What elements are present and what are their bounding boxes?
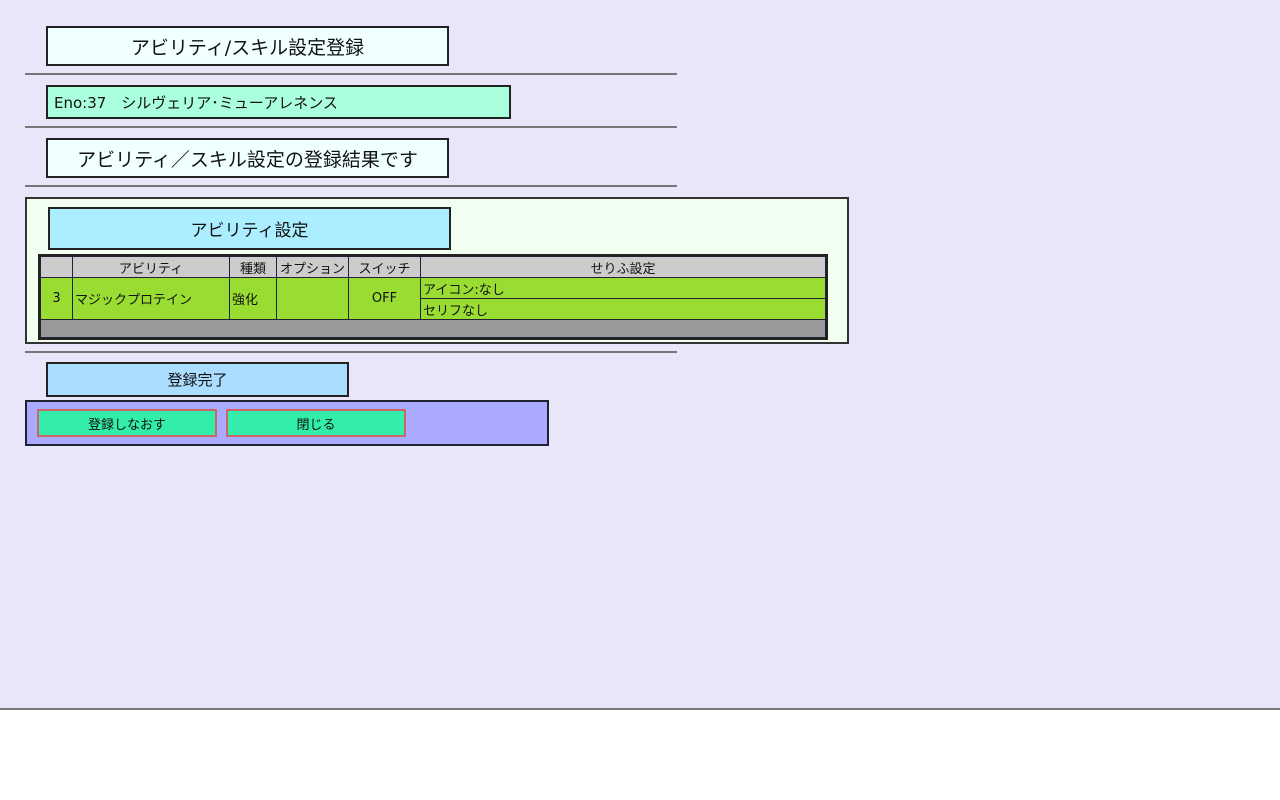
button-panel: 登録しなおす 閉じる xyxy=(25,400,549,446)
table-row: 3 マジックプロテイン 強化 OFF アイコン:なし xyxy=(40,277,826,320)
character-name: Eno:37 シルヴェリア･ミューアレネンス xyxy=(46,85,511,119)
ability-section-title: アビリティ設定 xyxy=(48,207,451,250)
ability-no: 3 xyxy=(40,277,73,320)
col-header: 種類 xyxy=(229,256,277,278)
ability-type: 強化 xyxy=(229,277,277,320)
col-header: スイッチ xyxy=(348,256,421,278)
divider xyxy=(25,126,677,128)
status-label: 登録完了 xyxy=(46,362,349,397)
divider xyxy=(25,351,677,353)
ability-switch: OFF xyxy=(348,277,421,320)
divider xyxy=(25,73,677,75)
page-title: アビリティ/スキル設定登録 xyxy=(46,26,449,66)
close-button[interactable]: 閉じる xyxy=(226,409,406,437)
ability-table: アビリティ 種類 オプション スイッチ せりふ設定 3 マジックプロテイン 強化… xyxy=(38,254,828,340)
redo-button[interactable]: 登録しなおす xyxy=(37,409,217,437)
col-header: オプション xyxy=(276,256,349,278)
ability-serif-setting: セリフなし xyxy=(420,298,826,320)
col-header xyxy=(40,256,73,278)
table-header: アビリティ 種類 オプション スイッチ せりふ設定 xyxy=(40,256,826,278)
divider xyxy=(25,185,677,187)
ability-option xyxy=(276,277,349,320)
table-footer xyxy=(40,319,826,338)
col-header: アビリティ xyxy=(72,256,230,278)
ability-panel: アビリティ設定 アビリティ 種類 オプション スイッチ せりふ設定 3 マジック… xyxy=(25,197,849,344)
result-message: アビリティ／スキル設定の登録結果です xyxy=(46,138,449,178)
table-row: セリフなし xyxy=(41,298,826,320)
col-header: せりふ設定 xyxy=(420,256,826,278)
ability-name: マジックプロテイン xyxy=(72,277,230,320)
ability-icon-setting: アイコン:なし xyxy=(420,277,826,299)
